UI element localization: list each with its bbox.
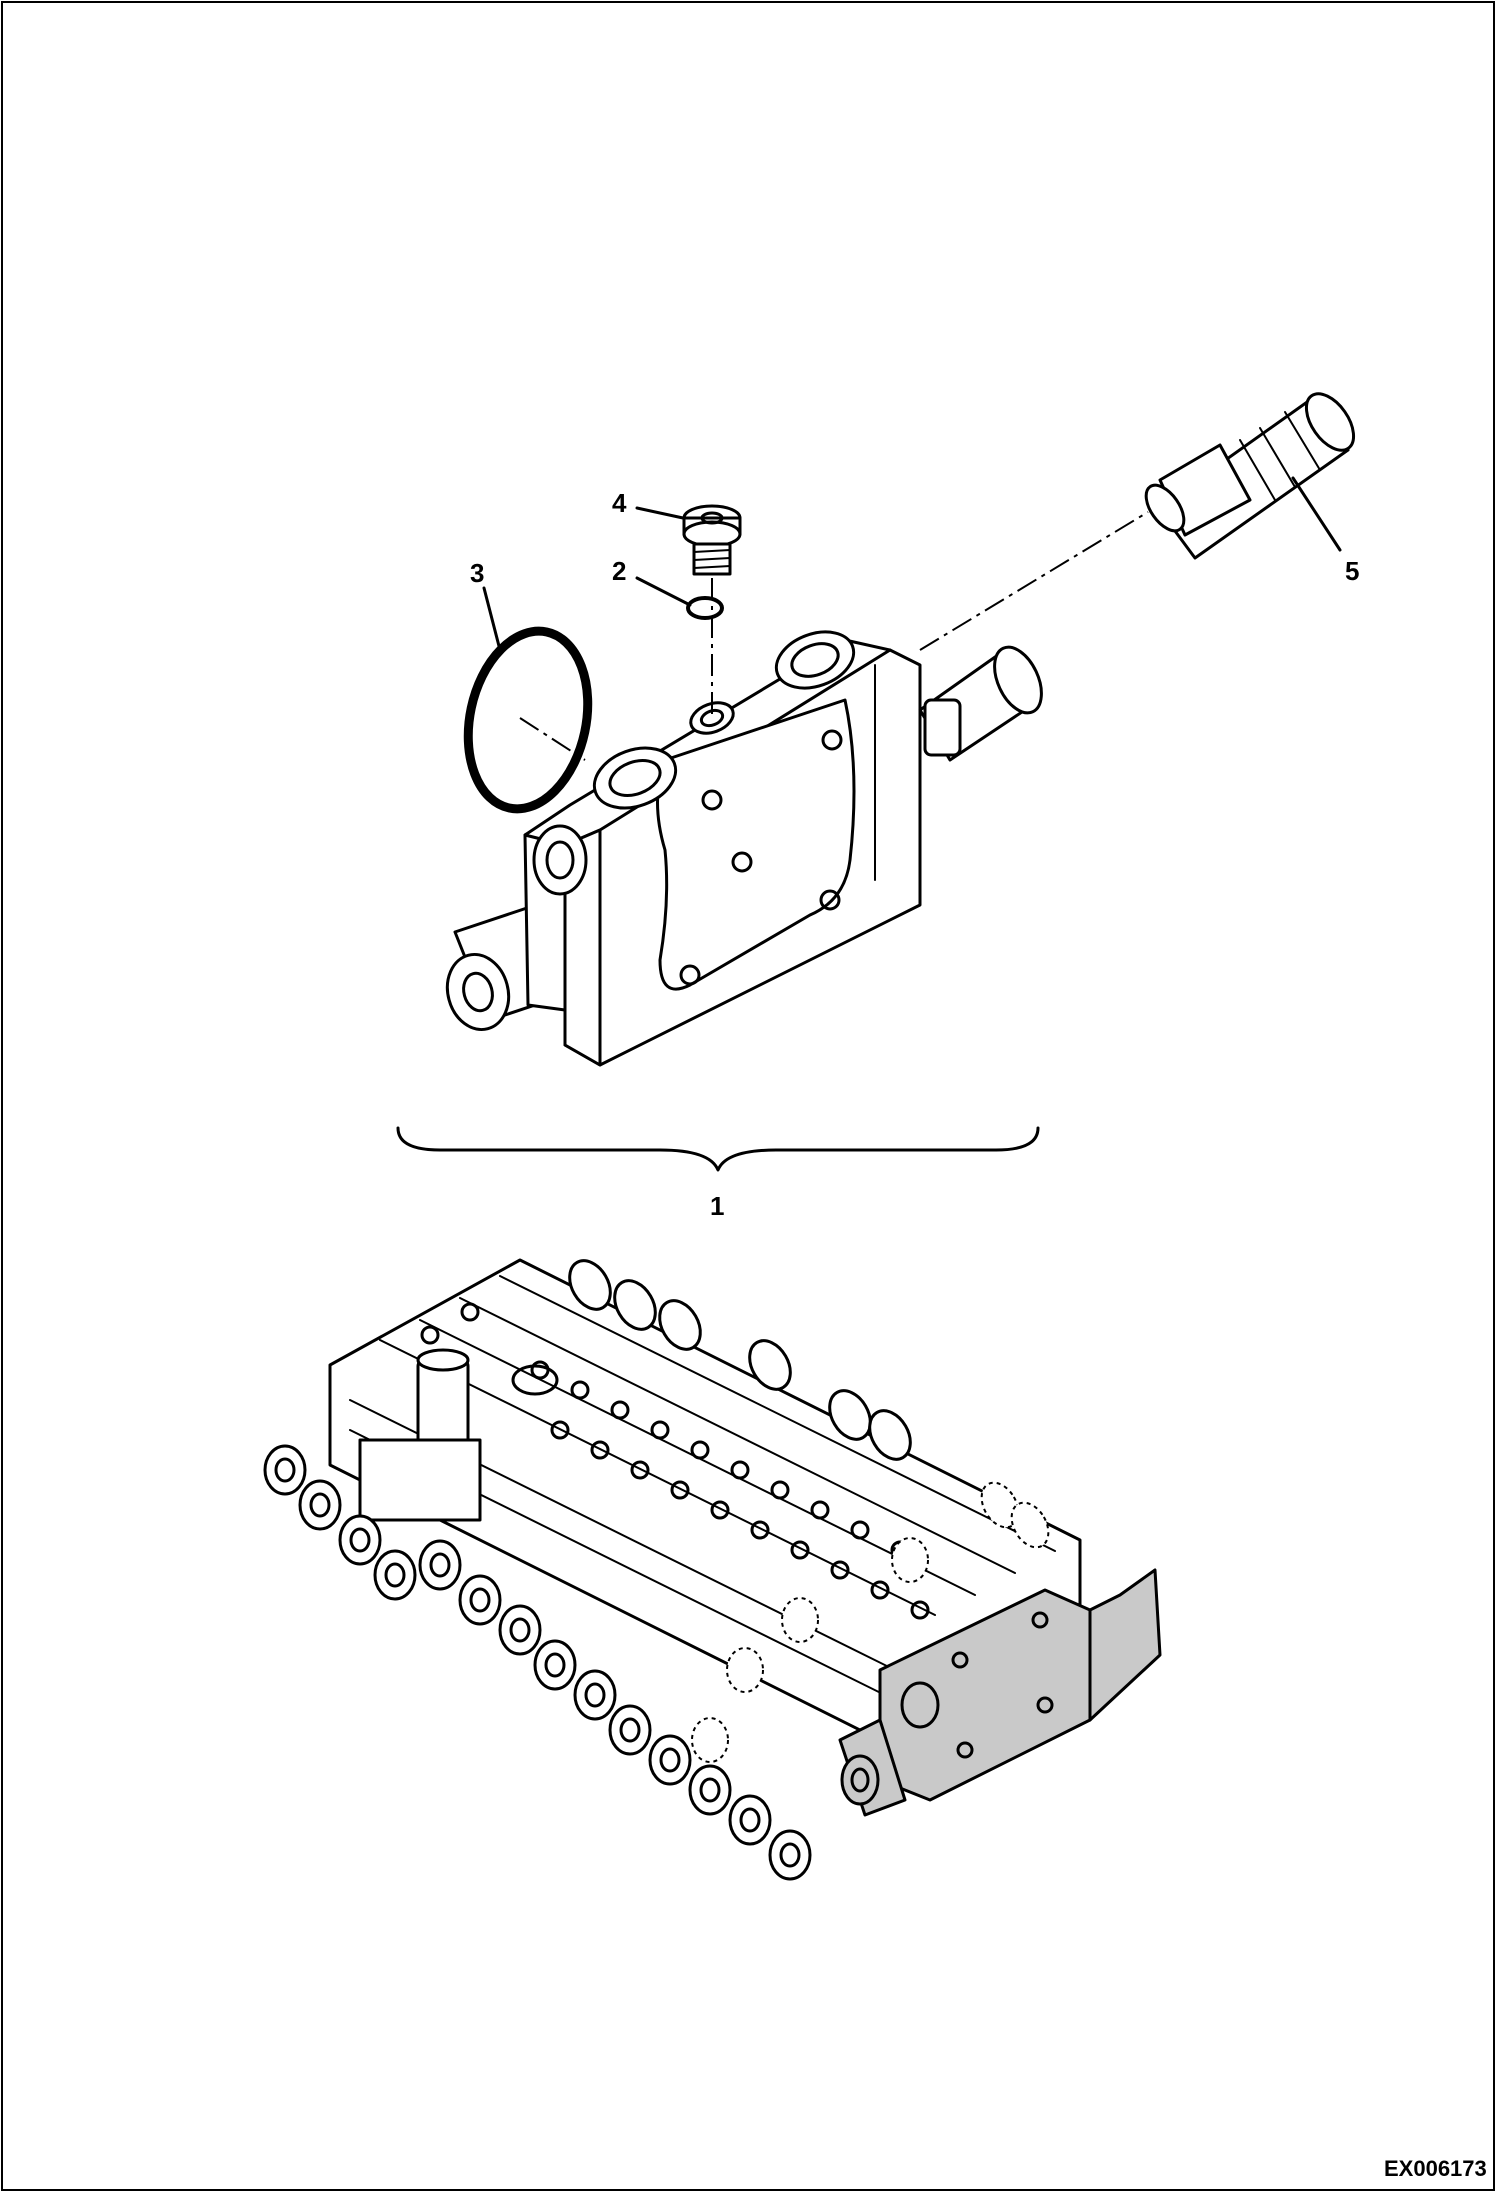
o-ring-large — [463, 626, 593, 814]
control-valve-bank — [263, 1258, 1162, 1881]
callout-3: 3 — [470, 558, 484, 588]
callout-1: 1 — [710, 1191, 724, 1221]
valve-body — [523, 630, 922, 1067]
plug — [682, 504, 742, 576]
figure-code: EX006173 — [1384, 2156, 1487, 2181]
assembly-brace — [396, 1126, 1040, 1172]
leader-5 — [1291, 476, 1342, 552]
leader-3 — [482, 586, 502, 652]
o-ring-small — [686, 596, 724, 620]
front-spool-ends — [263, 1444, 929, 1881]
callout-2: 2 — [612, 556, 626, 586]
relief-valve-cartridge — [1144, 392, 1356, 560]
upright-fitting — [358, 1348, 482, 1522]
valve-section-assembly — [445, 630, 1043, 1067]
leader-2 — [635, 576, 692, 607]
right-spool-cap — [918, 645, 1043, 762]
callout-5: 5 — [1345, 556, 1359, 586]
top-spool-caps — [568, 1259, 1050, 1549]
leader-4 — [635, 506, 685, 520]
highlighted-valve-section — [838, 1568, 1162, 1817]
callout-4: 4 — [612, 488, 627, 518]
